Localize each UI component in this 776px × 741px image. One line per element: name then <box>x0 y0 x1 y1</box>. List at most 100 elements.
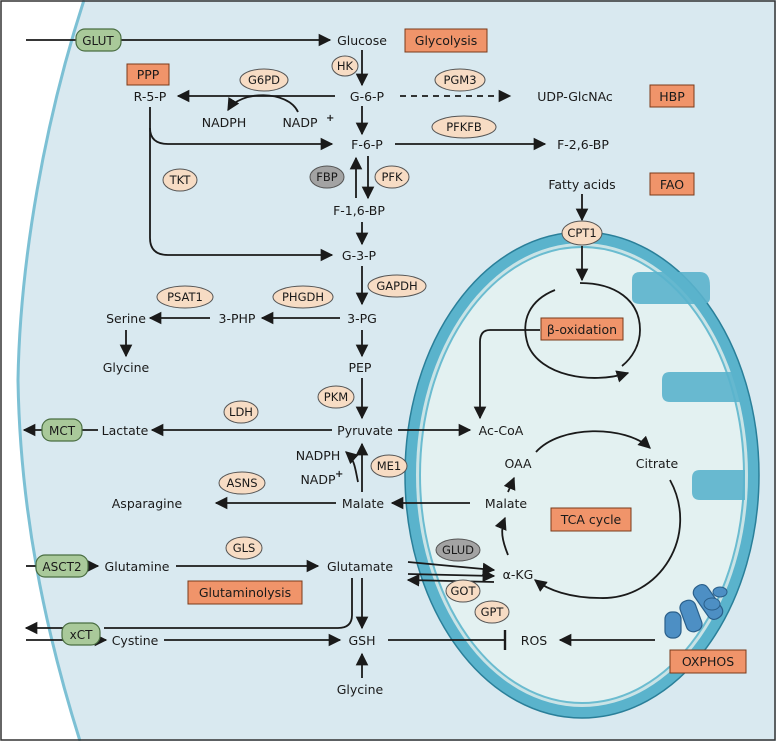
metabolite-accoa: Ac-CoA <box>479 423 524 438</box>
cofactor-nadp-ppp: NADP <box>282 115 318 130</box>
enzyme-got: GOT <box>445 579 481 603</box>
metabolite-lactate: Lactate <box>102 423 149 438</box>
enzyme-phgdh: PHGDH <box>272 285 334 309</box>
cell-membrane <box>16 0 86 741</box>
pathway-glycolysis: Glycolysis <box>404 28 488 53</box>
enzyme-gapdh: GAPDH <box>367 274 427 298</box>
enzyme-asns: ASNS <box>218 471 266 495</box>
enzyme-g6pd: G6PD <box>239 68 289 92</box>
svg-text:FAO: FAO <box>660 177 684 192</box>
enzyme-gls: GLS <box>225 536 263 560</box>
enzyme-me1: ME1 <box>370 454 408 478</box>
svg-text:TKT: TKT <box>169 173 192 187</box>
pathway-tca-cycle: TCA cycle <box>550 507 632 532</box>
metabolite-g3p: G-3-P <box>342 248 377 263</box>
svg-text:GLUD: GLUD <box>442 543 474 557</box>
oxphos-complex-icon <box>664 583 728 639</box>
pathway-ppp: PPP <box>126 63 170 86</box>
metabolite-akg: α-KG <box>503 567 534 582</box>
metabolite-malate-cytosol: Malate <box>342 496 384 511</box>
svg-text:β-oxidation: β-oxidation <box>547 322 617 337</box>
transporter-mct: MCT <box>41 418 83 442</box>
enzyme-fbp: FBP <box>309 165 345 189</box>
metabolite-f26bp: F-2,6-BP <box>557 137 609 152</box>
svg-text:G6PD: G6PD <box>248 73 280 87</box>
cofactor-plus: + <box>326 113 334 124</box>
svg-text:PSAT1: PSAT1 <box>167 290 203 304</box>
enzyme-glud: GLUD <box>435 538 481 562</box>
svg-text:GLS: GLS <box>233 541 256 555</box>
crista <box>632 272 710 304</box>
enzyme-hk: HK <box>331 55 359 77</box>
pathway-oxphos: OXPHOS <box>669 649 747 674</box>
enzyme-pfk: PFK <box>374 165 410 189</box>
pathway-glutaminolysis: Glutaminolysis <box>187 580 303 605</box>
svg-text:CPT1: CPT1 <box>567 226 596 240</box>
metabolite-3pg: 3-PG <box>347 311 377 326</box>
svg-text:PKM: PKM <box>324 390 348 404</box>
enzyme-ldh: LDH <box>223 400 259 424</box>
enzyme-tkt: TKT <box>162 168 198 192</box>
metabolite-oaa: OAA <box>504 456 532 471</box>
svg-text:PPP: PPP <box>137 67 160 82</box>
enzyme-cpt1: CPT1 <box>561 220 603 246</box>
svg-text:Glutaminolysis: Glutaminolysis <box>199 585 291 600</box>
svg-text:PFK: PFK <box>381 170 403 184</box>
svg-text:PHGDH: PHGDH <box>282 290 324 304</box>
transporter-asct2: ASCT2 <box>35 554 89 578</box>
metabolite-udp-glcnac: UDP-GlcNAc <box>537 89 613 104</box>
cofactor-plus-me1: + <box>335 469 343 480</box>
metabolite-glutamate: Glutamate <box>327 559 393 574</box>
svg-text:ME1: ME1 <box>377 459 402 473</box>
enzyme-gpt: GPT <box>474 600 510 624</box>
metabolite-g6p: G-6-P <box>350 89 385 104</box>
metabolite-glycine-gsh: Glycine <box>337 682 384 697</box>
metabolite-f16bp: F-1,6-BP <box>333 203 385 218</box>
cofactor-nadph-ppp: NADPH <box>202 115 246 130</box>
crista <box>662 372 740 402</box>
svg-text:xCT: xCT <box>70 628 93 642</box>
svg-text:PFKFB: PFKFB <box>446 120 482 134</box>
cofactor-nadp-me1: NADP <box>300 472 336 487</box>
svg-text:Glycolysis: Glycolysis <box>415 33 477 48</box>
metabolite-glycine-serine: Glycine <box>103 360 150 375</box>
pathway-beta-oxidation: β-oxidation <box>540 317 624 341</box>
metabolite-serine: Serine <box>106 311 146 326</box>
svg-text:LDH: LDH <box>229 405 253 419</box>
svg-text:ASNS: ASNS <box>226 476 257 490</box>
svg-text:HK: HK <box>337 59 354 73</box>
metabolite-pyruvate: Pyruvate <box>337 423 393 438</box>
metabolite-glucose: Glucose <box>337 33 387 48</box>
svg-text:GOT: GOT <box>451 584 477 598</box>
metabolite-malate-mito: Malate <box>485 496 527 511</box>
enzyme-pkm: PKM <box>317 385 355 409</box>
cofactor-nadph-me1: NADPH <box>296 448 340 463</box>
enzyme-psat1: PSAT1 <box>156 285 214 309</box>
metabolite-glutamine: Glutamine <box>105 559 170 574</box>
transporter-glut: GLUT <box>75 28 122 52</box>
enzyme-pgm3: PGM3 <box>434 68 486 92</box>
svg-text:OXPHOS: OXPHOS <box>682 654 734 669</box>
transporter-xct: xCT <box>61 622 101 646</box>
metabolite-pep: PEP <box>349 360 372 375</box>
crista <box>692 470 745 500</box>
svg-text:GLUT: GLUT <box>82 34 114 48</box>
reaction-arrows <box>22 33 681 678</box>
metabolite-gsh: GSH <box>348 633 375 648</box>
metabolite-citrate: Citrate <box>636 456 679 471</box>
svg-text:GAPDH: GAPDH <box>376 279 417 293</box>
metabolite-r5p: R-5-P <box>134 89 167 104</box>
svg-text:FBP: FBP <box>316 170 338 184</box>
pathway-fao: FAO <box>649 172 695 196</box>
metabolite-fatty-acids: Fatty acids <box>548 177 615 192</box>
pathway-hbp: HBP <box>649 84 695 108</box>
svg-text:MCT: MCT <box>49 424 76 438</box>
metabolite-cystine: Cystine <box>112 633 159 648</box>
svg-text:PGM3: PGM3 <box>443 73 476 87</box>
svg-text:HBP: HBP <box>659 89 685 104</box>
metabolite-f6p: F-6-P <box>351 137 383 152</box>
metabolite-ros: ROS <box>521 633 548 648</box>
enzyme-pfkfb: PFKFB <box>431 115 497 139</box>
